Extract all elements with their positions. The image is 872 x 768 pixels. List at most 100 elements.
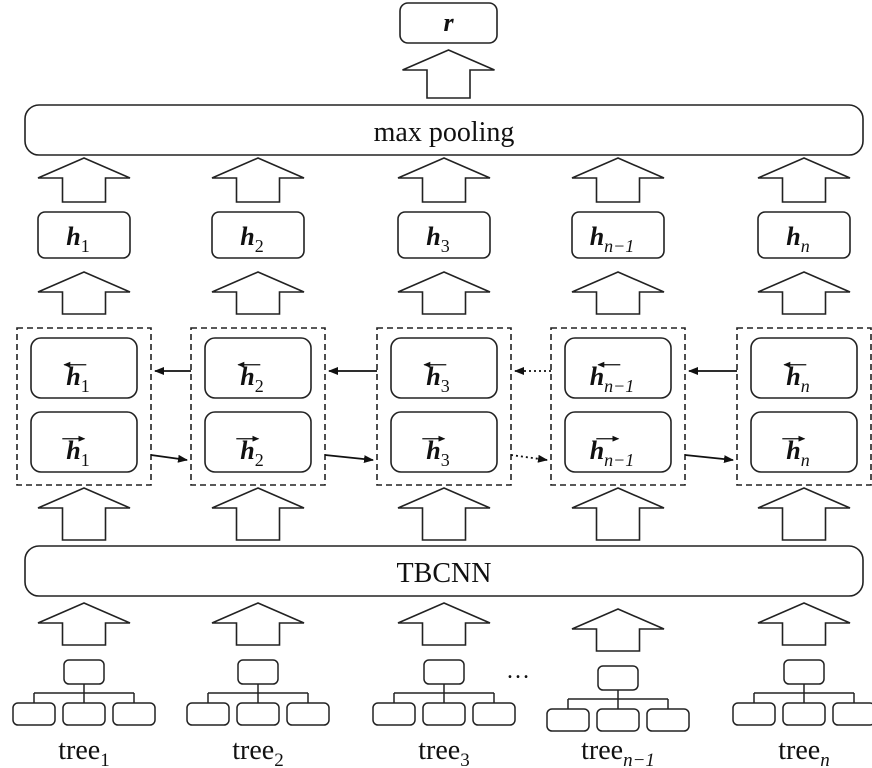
h-label-3-base: h	[426, 222, 440, 251]
arrow-tree4-to-tbcnn	[571, 608, 665, 652]
tree-label-5-subscript: n	[820, 750, 830, 768]
bilstm-cell-3	[376, 327, 512, 486]
backward-state-label-4-subscript: n−1	[604, 376, 634, 396]
h-label-2-subscript: 2	[255, 236, 264, 256]
h-label-2-base: h	[240, 222, 254, 251]
arrow-tbcnn-to-bilstm4	[571, 487, 665, 541]
h-label-3-subscript: 3	[441, 236, 450, 256]
backward-state-label-2: h2	[240, 362, 263, 396]
forward-state-label-4-subscript: n−1	[604, 450, 634, 470]
arrow-pooling-to-output	[402, 49, 495, 99]
arrow-h3-to-pooling	[397, 157, 491, 203]
arrow-bilstm1-to-h	[37, 271, 131, 315]
output-box	[399, 2, 498, 44]
tree1-leaf-node-3	[112, 702, 156, 726]
h-label-1-subscript: 1	[81, 236, 90, 256]
forward-recurrent-arrow-2-to-3	[324, 454, 374, 464]
forward-state-box-2	[204, 411, 312, 473]
arrow-tbcnn-to-bilstm1	[37, 487, 131, 541]
arrow-bilstm2-to-h	[211, 271, 305, 315]
tree-label-2: tree2	[232, 735, 283, 768]
h-label-1-base: h	[66, 222, 80, 251]
tree-label-4-base: tree	[581, 735, 623, 766]
ellipsis: …	[506, 658, 530, 684]
arrow-h2-to-pooling	[211, 157, 305, 203]
h-box-2	[211, 211, 305, 259]
forward-state-label-1: h1	[66, 436, 89, 470]
h-box-1	[37, 211, 131, 259]
forward-state-box-1	[30, 411, 138, 473]
tree4-leaf-node-3	[646, 708, 690, 732]
max-pooling-layer	[24, 104, 864, 156]
forward-state-label-2-subscript: 2	[255, 450, 264, 470]
forward-state-label-4: hn−1	[590, 436, 635, 470]
h-label-4-subscript: n−1	[604, 236, 634, 256]
forward-state-label-4-base: h	[590, 436, 604, 465]
tree3-leaf-node-2	[422, 702, 466, 726]
tree-label-3-subscript: 3	[460, 750, 470, 768]
forward-state-label-1-base: h	[66, 436, 80, 465]
tree5-leaf-node-3	[832, 702, 872, 726]
tree3-root-node	[423, 659, 465, 685]
forward-state-label-1-subscript: 1	[81, 450, 90, 470]
forward-state-label-3-subscript: 3	[441, 450, 450, 470]
tree-label-3-base: tree	[418, 735, 460, 766]
bilstm-cell-4	[550, 327, 686, 486]
arrow-tree5-to-tbcnn	[757, 602, 851, 646]
forward-state-label-5: hn	[786, 436, 809, 470]
arrow-bilstm5-to-h	[757, 271, 851, 315]
arrow-tree1-to-tbcnn	[37, 602, 131, 646]
backward-state-label-4: hn−1	[590, 362, 635, 396]
forward-recurrent-arrow-1-to-2	[150, 454, 188, 463]
forward-state-label-3: h3	[426, 436, 449, 470]
backward-state-box-5	[750, 337, 858, 399]
tree4-root-node	[597, 665, 639, 691]
h-label-5: hn	[786, 222, 809, 256]
backward-state-label-1-base: h	[66, 362, 80, 391]
backward-state-label-5-subscript: n	[801, 376, 810, 396]
tree4-leaf-node-1	[546, 708, 590, 732]
tbcnn-label: TBCNN	[397, 558, 492, 589]
h-box-4	[571, 211, 665, 259]
forward-state-box-4	[564, 411, 672, 473]
tree5-leaf-node-1	[732, 702, 776, 726]
tree3-leaf-node-1	[372, 702, 416, 726]
tree5-leaf-node-2	[782, 702, 826, 726]
arrow-tree2-to-tbcnn	[211, 602, 305, 646]
tree-label-5-base: tree	[778, 735, 820, 766]
arrow-h5-to-pooling	[757, 157, 851, 203]
tree5-root-node	[783, 659, 825, 685]
h-label-3: h3	[426, 222, 449, 256]
forward-state-label-2: h2	[240, 436, 263, 470]
tree2-leaf-node-1	[186, 702, 230, 726]
h-label-4-base: h	[590, 222, 604, 251]
tree-label-1: tree1	[58, 735, 109, 768]
h-label-1: h1	[66, 222, 89, 256]
backward-state-box-3	[390, 337, 498, 399]
backward-state-label-2-subscript: 2	[255, 376, 264, 396]
backward-state-box-1	[30, 337, 138, 399]
tree-label-2-base: tree	[232, 735, 274, 766]
forward-recurrent-arrow-4-to-5	[684, 454, 734, 464]
arrow-tree3-to-tbcnn	[397, 602, 491, 646]
tree2-leaf-node-2	[236, 702, 280, 726]
backward-state-label-1-subscript: 1	[81, 376, 90, 396]
backward-state-label-5: hn	[786, 362, 809, 396]
backward-state-label-3: h3	[426, 362, 449, 396]
output-label: r	[443, 8, 454, 37]
tree2-root-node	[237, 659, 279, 685]
tree3-leaf-node-3	[472, 702, 516, 726]
arrow-bilstm4-to-h	[571, 271, 665, 315]
h-label-4: hn−1	[590, 222, 635, 256]
tree-label-5: treen	[778, 735, 829, 768]
forward-recurrent-arrow-3-to-4	[510, 454, 548, 463]
tree1-root-node	[63, 659, 105, 685]
h-box-5	[757, 211, 851, 259]
arrow-tbcnn-to-bilstm5	[757, 487, 851, 541]
forward-state-box-3	[390, 411, 498, 473]
max-pooling-label: max pooling	[374, 117, 515, 148]
backward-state-label-1: h1	[66, 362, 89, 396]
h-label-2: h2	[240, 222, 263, 256]
bilstm-cell-1	[16, 327, 152, 486]
